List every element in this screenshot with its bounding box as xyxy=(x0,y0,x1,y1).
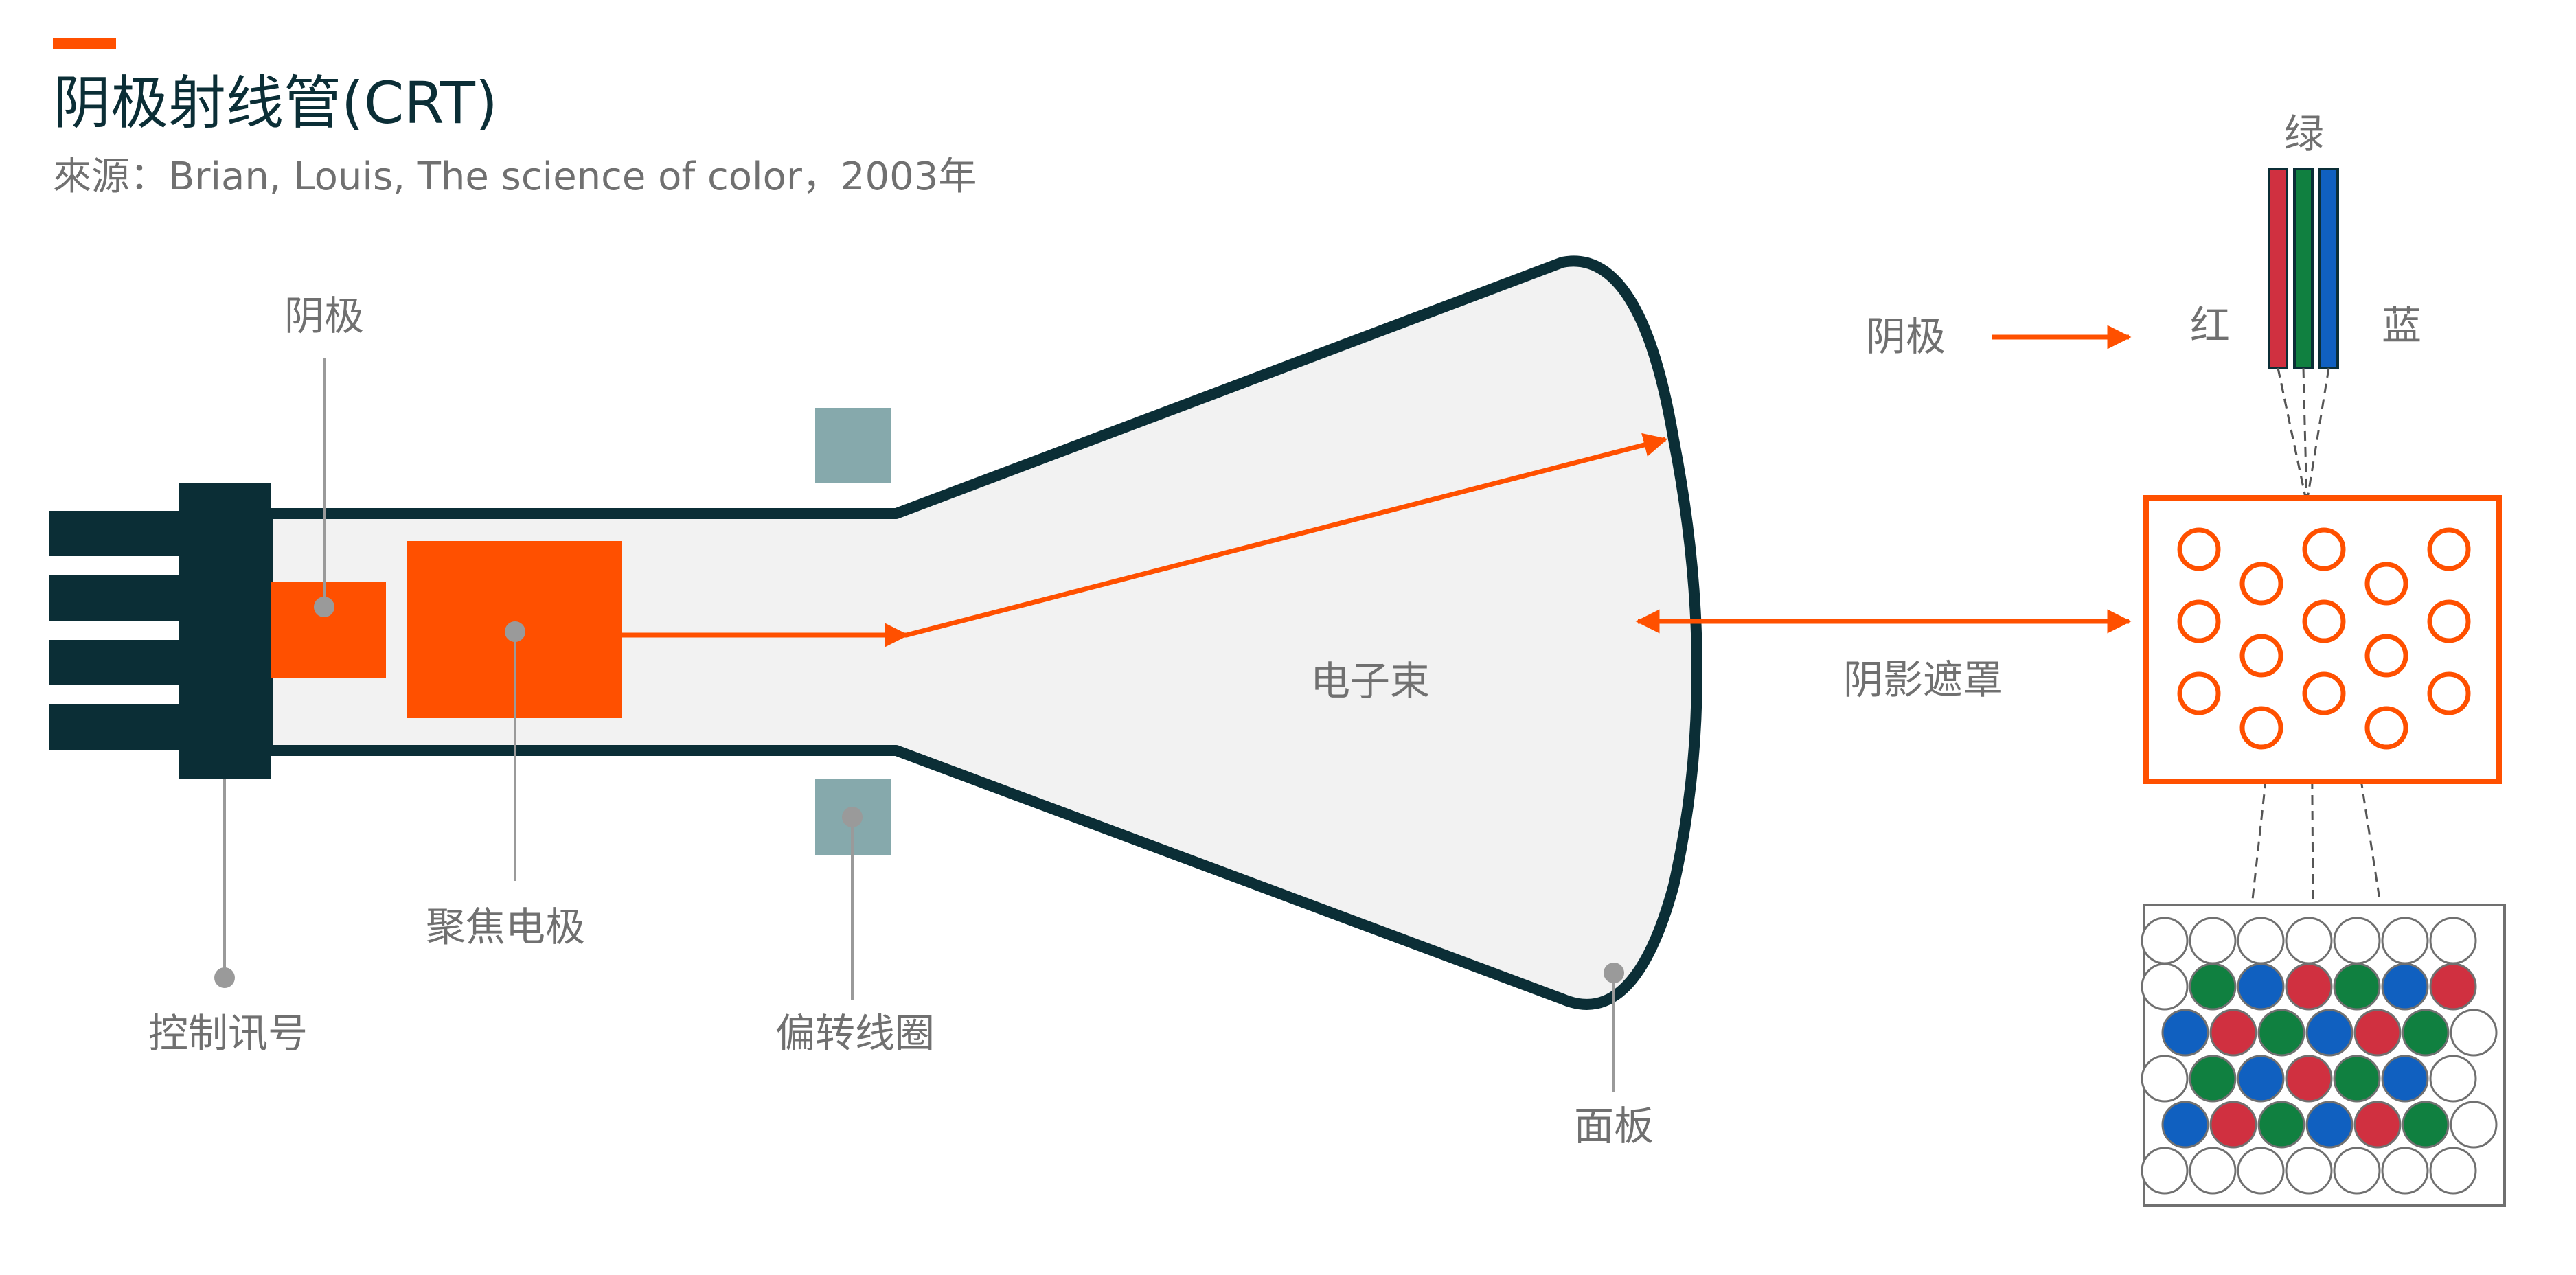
mask-hole xyxy=(2427,671,2471,715)
phosphor-red-dot xyxy=(2353,1009,2402,1057)
phosphor-red-dot xyxy=(2285,1055,2333,1103)
label-blue: 蓝 xyxy=(2382,302,2421,349)
signal-pins xyxy=(49,511,180,750)
leader-dot-control xyxy=(214,967,235,988)
phosphor-empty-dot xyxy=(2141,1147,2189,1195)
phosphor-empty-dot xyxy=(2381,917,2429,965)
mask-hole xyxy=(2177,599,2221,643)
mask-hole xyxy=(2239,562,2283,606)
phosphor-red-dot xyxy=(2209,1101,2257,1149)
leader-lines xyxy=(214,358,1624,1092)
phosphor-empty-dot xyxy=(2189,1147,2237,1195)
phosphor-green-dot xyxy=(2402,1101,2450,1149)
cathode xyxy=(271,582,386,678)
phosphor-empty-dot xyxy=(2450,1009,2498,1057)
leader-dot-coil xyxy=(842,807,863,827)
phosphor-red-dot xyxy=(2285,963,2333,1011)
mask-hole xyxy=(2302,599,2346,643)
phosphor-empty-dot xyxy=(2381,1147,2429,1195)
phosphor-empty-dot xyxy=(2429,917,2477,965)
phosphor-blue-dot xyxy=(2161,1101,2209,1149)
phosphor-blue-dot xyxy=(2381,963,2429,1011)
phosphor-empty-dot xyxy=(2429,1055,2477,1103)
phosphor-empty-dot xyxy=(2429,1147,2477,1195)
phosphor-green-dot xyxy=(2189,1055,2237,1103)
mask-hole xyxy=(2302,671,2346,715)
phosphor-green-dot xyxy=(2257,1101,2305,1149)
phosphor-red-dot xyxy=(2429,963,2477,1011)
label-red: 红 xyxy=(2190,302,2230,349)
phosphor-empty-dot xyxy=(2141,917,2189,965)
source-caption: 來源：Brian, Louis, The science of color，20… xyxy=(53,154,977,199)
tube-body xyxy=(262,255,1702,1010)
leader-dot-cathode xyxy=(314,597,334,617)
signal-pin xyxy=(49,640,180,685)
mask-hole xyxy=(2364,562,2408,606)
phosphor-green-dot xyxy=(2189,963,2237,1011)
phosphor-empty-dot xyxy=(2285,917,2333,965)
phosphor-empty-dot xyxy=(2237,1147,2285,1195)
mask-hole xyxy=(2177,671,2221,715)
leader-dot-focus xyxy=(505,621,525,642)
label-deflection-coil: 偏转线圈 xyxy=(775,1010,935,1057)
leader-dot-faceplate xyxy=(1604,963,1624,983)
phosphor-empty-dot xyxy=(2189,917,2237,965)
phosphor-empty-dot xyxy=(2333,917,2381,965)
mask-hole xyxy=(2427,599,2471,643)
diagram-title: 阴极射线管(CRT) xyxy=(53,69,498,137)
phosphor-dots xyxy=(2141,917,2498,1195)
mask-hole xyxy=(2364,634,2408,678)
signal-pin xyxy=(49,511,180,556)
mask-hole xyxy=(2177,527,2221,571)
phosphor-green-dot xyxy=(2257,1009,2305,1057)
phosphor-empty-dot xyxy=(2450,1101,2498,1149)
mask-hole xyxy=(2239,706,2283,750)
phosphor-empty-dot xyxy=(2237,917,2285,965)
label-inset-cathode: 阴极 xyxy=(1866,313,1946,360)
signal-pin xyxy=(49,704,180,750)
label-faceplate: 面板 xyxy=(1574,1103,1654,1149)
tube-base xyxy=(179,483,271,779)
phosphor-blue-dot xyxy=(2237,1055,2285,1103)
phosphor-blue-dot xyxy=(2237,963,2285,1011)
phosphor-empty-dot xyxy=(2285,1147,2333,1195)
phosphor-blue-dot xyxy=(2381,1055,2429,1103)
phosphor-blue-dot xyxy=(2161,1009,2209,1057)
phosphor-green-dot xyxy=(2333,963,2381,1011)
phosphor-red-dot xyxy=(2353,1101,2402,1149)
phosphor-green-dot xyxy=(2333,1055,2381,1103)
phosphor-red-dot xyxy=(2209,1009,2257,1057)
title-accent-bar xyxy=(53,38,116,49)
deflection-coil-top xyxy=(815,408,891,483)
gun-red xyxy=(2268,168,2288,369)
phosphor-empty-dot xyxy=(2141,1055,2189,1103)
label-green: 绿 xyxy=(2284,111,2324,157)
mask-hole xyxy=(2239,634,2283,678)
mask-hole xyxy=(2364,706,2408,750)
gun-blue xyxy=(2318,168,2339,369)
label-shadow-mask: 阴影遮罩 xyxy=(1843,656,2003,703)
phosphor-green-dot xyxy=(2402,1009,2450,1057)
label-focus-electrode: 聚焦电极 xyxy=(426,904,585,950)
mask-hole xyxy=(2427,527,2471,571)
label-cathode: 阴极 xyxy=(284,292,364,339)
phosphor-blue-dot xyxy=(2305,1101,2353,1149)
mask-hole xyxy=(2302,527,2346,571)
phosphor-blue-dot xyxy=(2305,1009,2353,1057)
electron-beam-deflected xyxy=(906,433,1668,638)
shadow-mask-holes xyxy=(2177,527,2471,750)
label-electron-beam: 电子束 xyxy=(1310,658,1430,704)
signal-pin xyxy=(49,575,180,621)
label-control-signal: 控制讯号 xyxy=(148,1010,308,1057)
phosphor-empty-dot xyxy=(2141,963,2189,1011)
phosphor-empty-dot xyxy=(2333,1147,2381,1195)
gun-green xyxy=(2293,168,2314,369)
